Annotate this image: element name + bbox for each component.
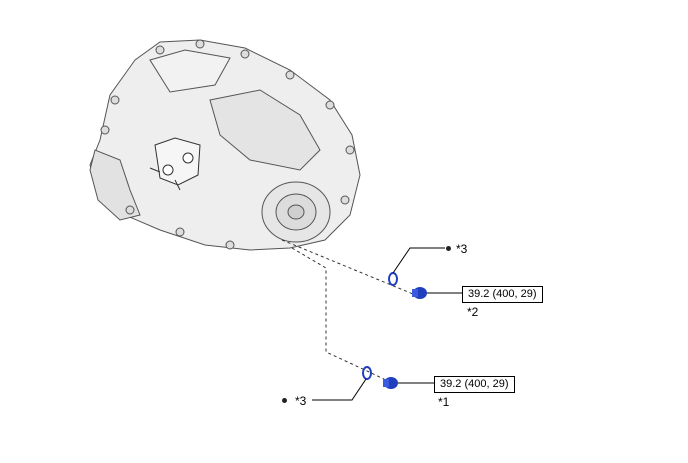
transaxle-housing [89, 39, 361, 251]
callout-gasket-top: *3 [456, 242, 468, 256]
torque-spec-top: 39.2 (400, 29) [462, 286, 543, 303]
leader-lines [312, 247, 462, 401]
callout-gasket-bottom: *3 [295, 394, 307, 408]
torque-spec-bottom: 39.2 (400, 29) [434, 376, 515, 393]
callout-plug-bottom: *1 [438, 395, 450, 409]
bullet-dot [282, 398, 287, 403]
plug-bottom-icon [383, 377, 398, 389]
gasket-top-icon [388, 272, 398, 286]
plug-top-icon [412, 287, 427, 299]
alignment-lines [281, 239, 414, 383]
callout-plug-top: *2 [467, 305, 479, 319]
bullet-dot [446, 246, 451, 251]
gasket-bottom-icon [362, 366, 372, 380]
